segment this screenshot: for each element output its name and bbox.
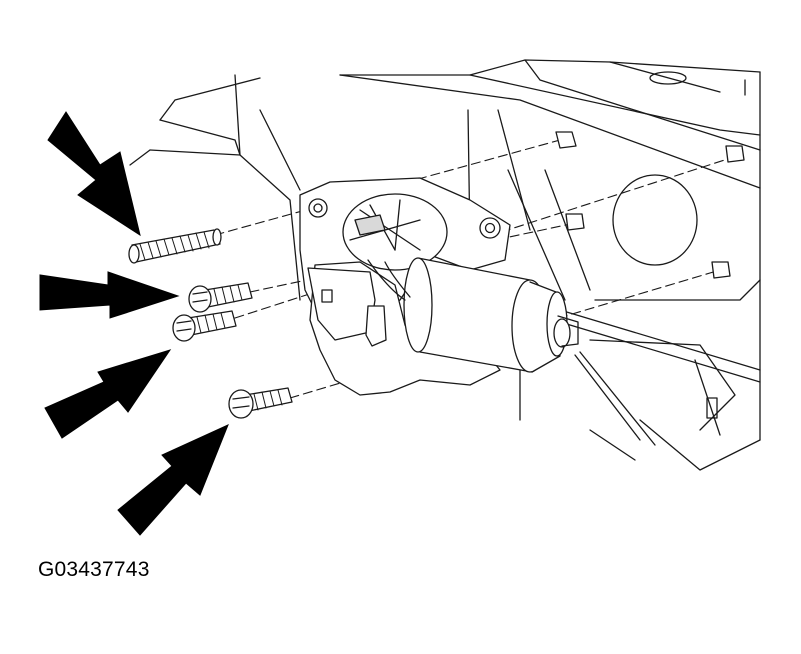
wiper-motor-assembly xyxy=(299,177,579,396)
arrow-bolt-upper xyxy=(39,271,180,319)
bolt-middle xyxy=(172,310,237,342)
bolt-lower xyxy=(228,387,293,419)
body-mount-points xyxy=(555,131,745,279)
figure-id-label: G03437743 xyxy=(38,558,150,581)
bolt-upper xyxy=(188,282,253,313)
stud-bolt-top xyxy=(128,228,222,264)
arrow-bolt-middle xyxy=(44,349,172,439)
arrow-bolt-lower xyxy=(117,424,229,536)
body-panel-lines xyxy=(129,59,761,471)
arrow-stud-top xyxy=(47,111,141,237)
